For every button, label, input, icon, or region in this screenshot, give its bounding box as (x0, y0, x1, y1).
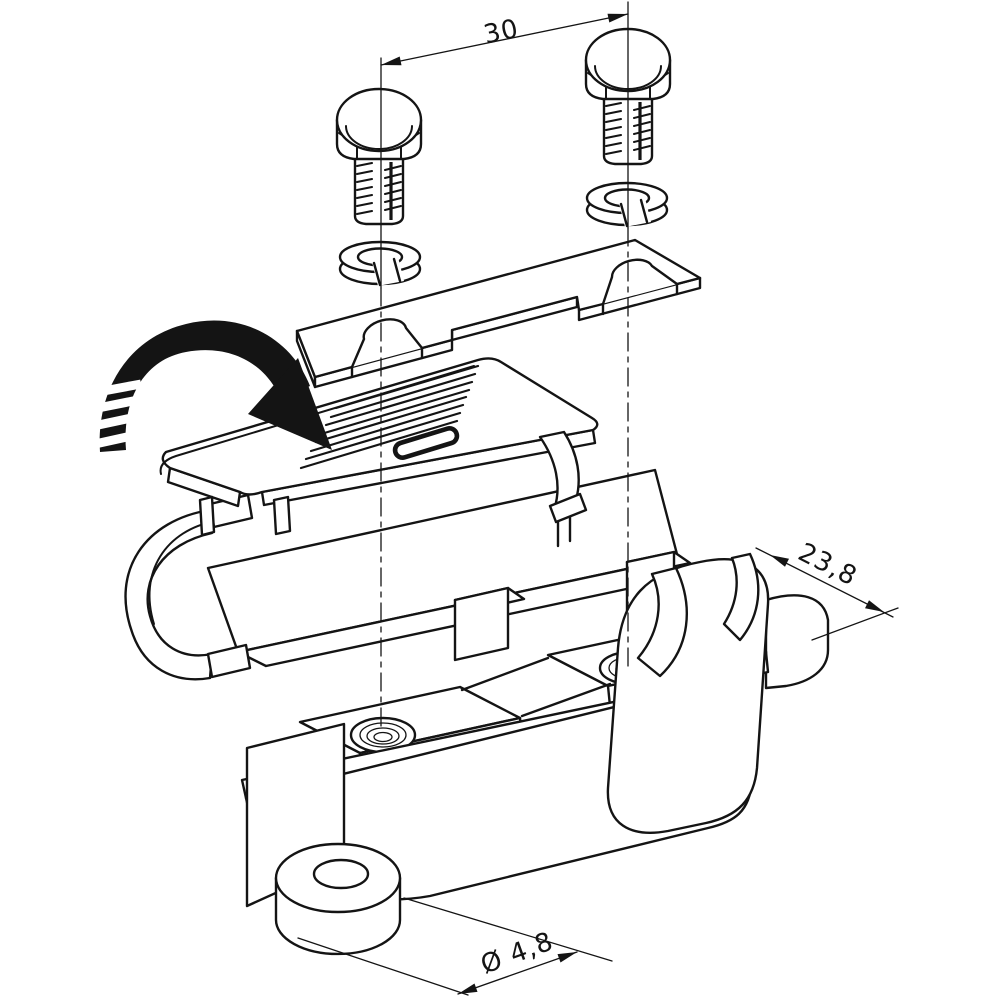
spring-lock-washer-left (338, 240, 422, 287)
foot-hole (312, 858, 370, 890)
washer-split (619, 198, 649, 228)
fuse-channel (460, 656, 612, 718)
lid-cable-saddle (538, 430, 588, 548)
lid-latch-tab (198, 495, 216, 537)
mounting-foot (245, 722, 402, 956)
bolt-threads (605, 102, 651, 155)
fuse-strip-slot-right (601, 258, 679, 316)
mounting-lug-right (764, 594, 830, 690)
lid-latch-tab (272, 495, 292, 536)
hex-bolt-left (335, 87, 423, 226)
bolt-threads (356, 162, 402, 215)
cable-clamp-left (124, 493, 254, 681)
terminal-barrier-left (453, 586, 526, 662)
washer-split (372, 257, 402, 287)
close-rotation-arrow (85, 320, 332, 452)
fuse-strip (295, 238, 702, 389)
fuse-strip-slot-left (350, 318, 424, 379)
dimension-bolt-spacing: 30 (380, 13, 629, 66)
lid-finger-slot (392, 426, 460, 460)
spring-lock-washer-right (585, 181, 669, 228)
dimension-label-4-8: Ø 4,8 (477, 927, 558, 981)
cable-clamp-right (606, 552, 770, 834)
cable-saddle-front (636, 566, 688, 678)
housing-base (124, 468, 830, 956)
dimension-label-30: 30 (481, 14, 522, 51)
ventilation-grille (299, 364, 480, 470)
bolt-head-top (335, 87, 423, 153)
lid-top-face (161, 357, 599, 496)
cable-saddle-back (722, 552, 760, 642)
cover-lid (159, 357, 599, 548)
